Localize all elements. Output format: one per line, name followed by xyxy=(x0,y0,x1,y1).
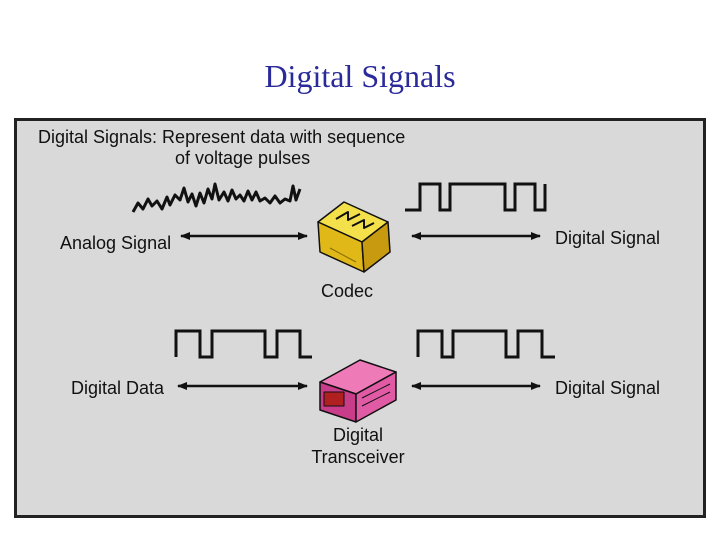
digital-data-label: Digital Data xyxy=(71,378,165,398)
diagram-panel xyxy=(14,118,706,518)
panel-heading-line1: Digital Signals: Represent data with seq… xyxy=(38,127,406,147)
analog-signal-label: Analog Signal xyxy=(60,233,172,253)
page-title: Digital Signals xyxy=(264,58,456,94)
codec-device-icon xyxy=(317,201,391,273)
digital-waveform-bottom-left xyxy=(174,329,312,359)
panel-heading-line2: of voltage pulses xyxy=(175,148,311,168)
digital-waveform-bottom-right xyxy=(416,329,555,359)
digital-signal-label-bottom: Digital Signal xyxy=(555,378,661,398)
transceiver-label-line1: Digital xyxy=(332,425,384,445)
transceiver-label-line2: Transceiver xyxy=(311,447,405,467)
digital-signal-label-top: Digital Signal xyxy=(555,228,661,248)
codec-label: Codec xyxy=(321,281,374,301)
analog-waveform xyxy=(131,182,302,213)
digital-waveform-top-right xyxy=(405,182,547,212)
transceiver-device-icon xyxy=(319,359,397,423)
